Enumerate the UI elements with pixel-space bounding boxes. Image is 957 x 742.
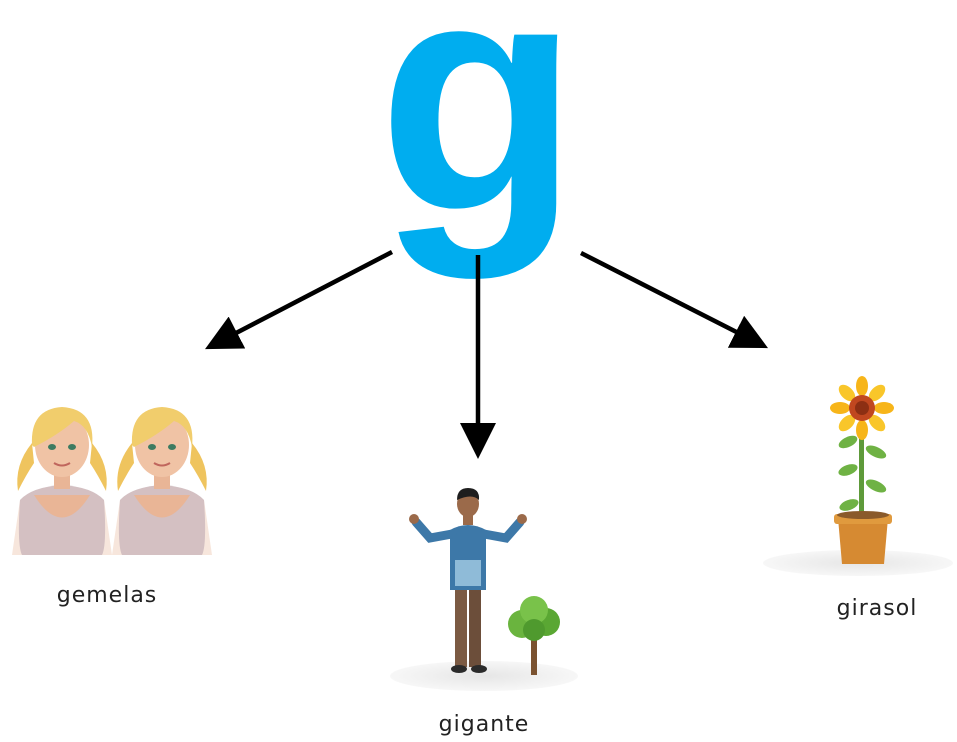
twin-girls-icon	[12, 407, 212, 555]
giant-man-with-tree-icon	[390, 488, 578, 691]
arrow-left	[205, 250, 394, 350]
word-label-girasol: girasol	[836, 596, 918, 621]
arrow-right	[579, 250, 769, 349]
girl-icon	[112, 407, 212, 555]
ground-shadow	[390, 661, 578, 691]
girl-icon	[12, 407, 112, 555]
word-label-gigante: gigante	[438, 712, 530, 737]
main-letter: g	[377, 0, 580, 279]
word-label-gemelas: gemelas	[56, 583, 158, 608]
sunflower-pot-icon	[763, 376, 953, 576]
